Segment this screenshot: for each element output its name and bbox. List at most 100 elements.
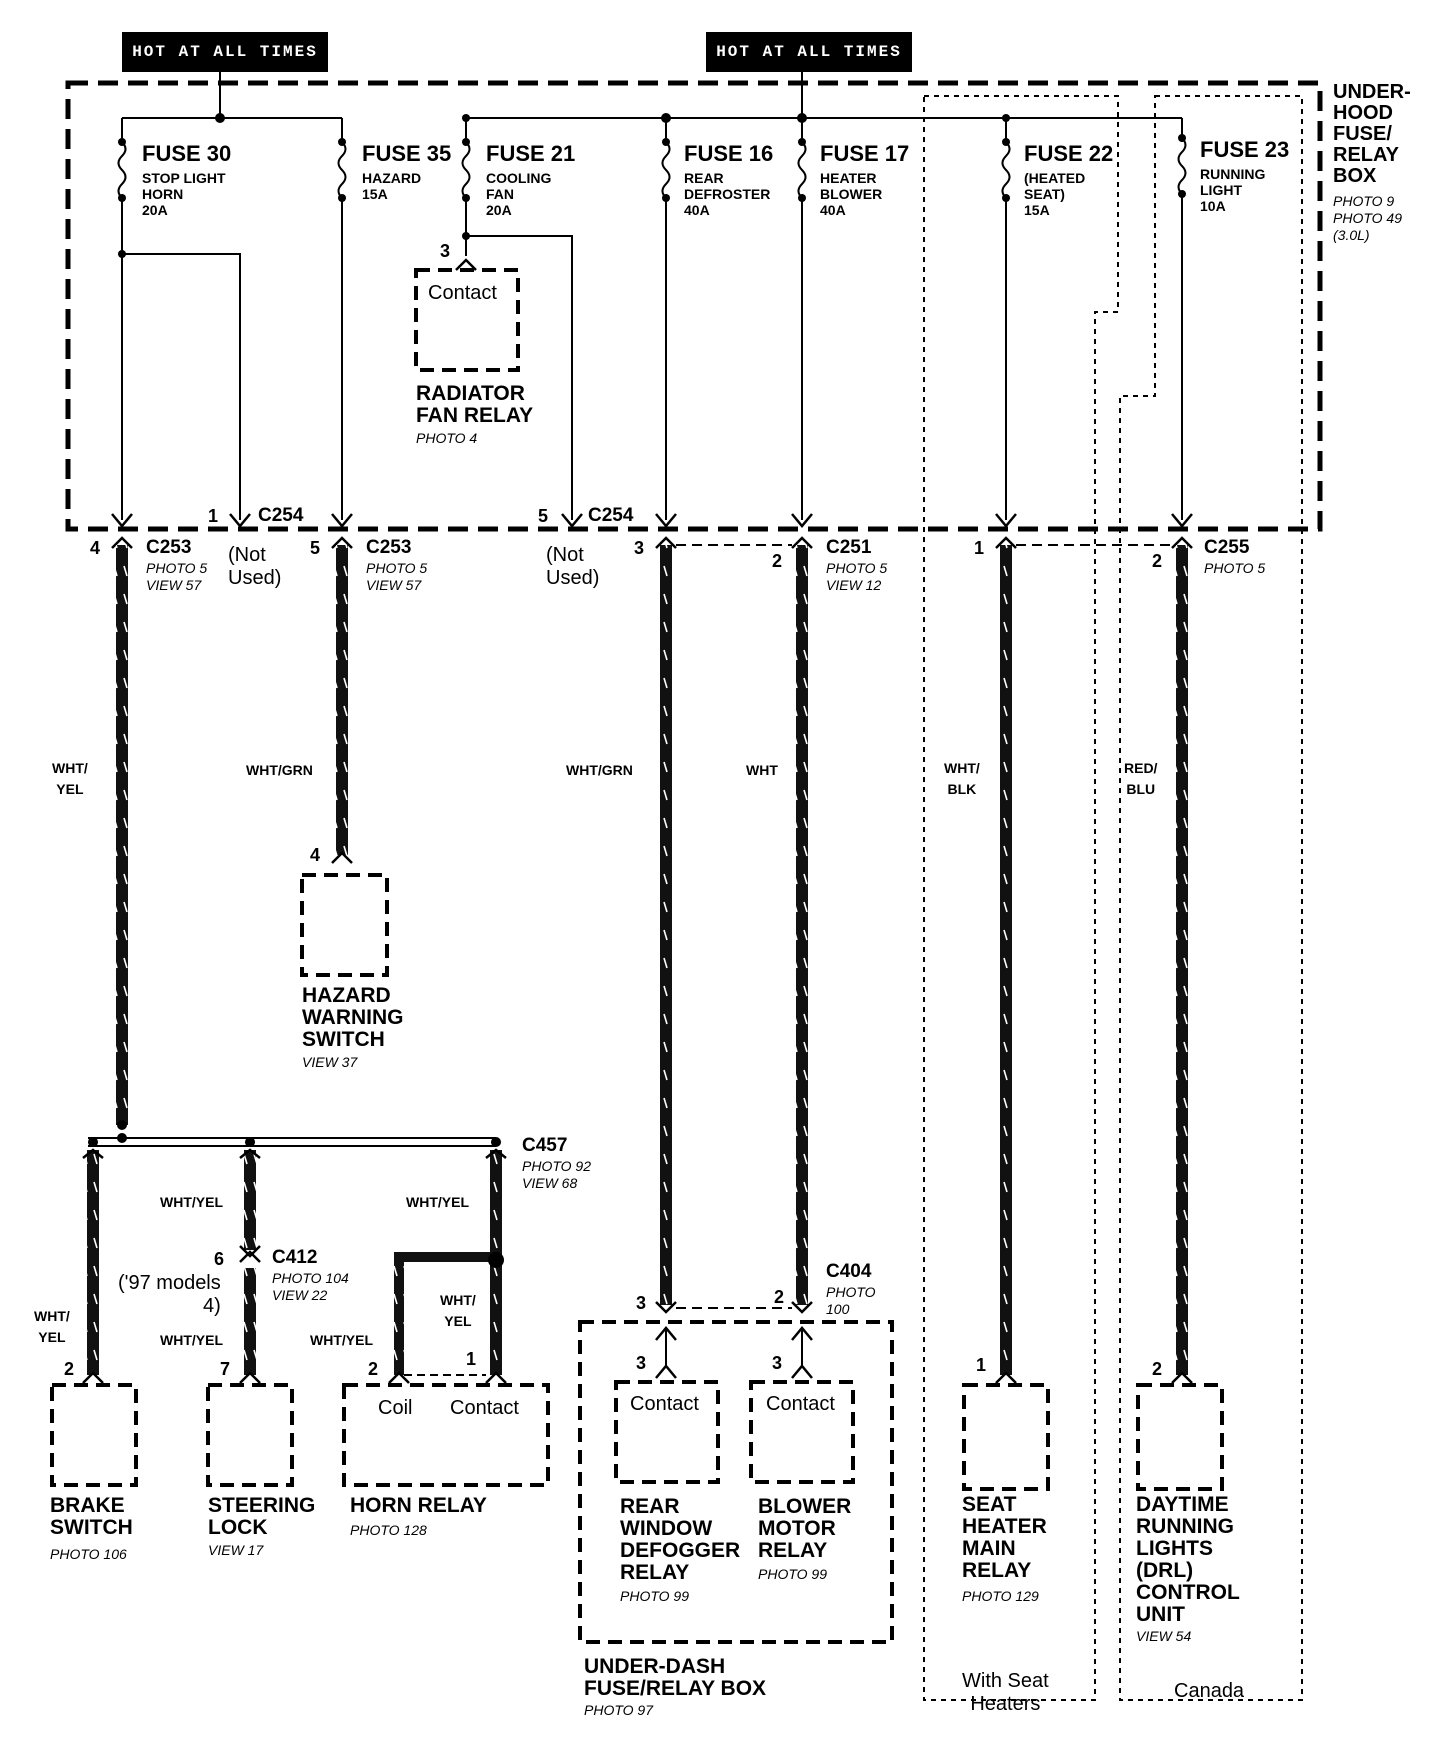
c255-name: C255 <box>1204 537 1250 558</box>
c412-name: C412 <box>272 1247 318 1268</box>
underdash-box-name: UNDER-DASH FUSE/RELAY BOX <box>584 1655 767 1701</box>
fuse-30-label: FUSE 30 <box>142 141 232 166</box>
c254-right-name: C254 <box>588 505 634 526</box>
power-source-label: HOT AT ALL TIMES <box>122 32 328 72</box>
horn-relay-pin-b: 1 <box>466 1349 477 1369</box>
c251-name: C251 <box>826 537 872 558</box>
horn-relay-name: HORN RELAY <box>350 1494 487 1517</box>
c254-right-note: (Not Used) <box>546 544 600 589</box>
splice-c457 <box>88 1137 496 1147</box>
c412-pin-bottom: 7 <box>220 1359 231 1379</box>
wire-color-label: WHT/YEL <box>406 1194 469 1210</box>
c404-pin-b: 2 <box>774 1287 785 1307</box>
fuse-23-label: FUSE 23 <box>1200 137 1290 162</box>
c254-left-name: C254 <box>258 505 304 526</box>
hazard-switch-name: HAZARD WARNING SWITCH <box>302 984 404 1052</box>
c251-pin-b: 2 <box>772 551 783 571</box>
steering-lock-name: STEERING LOCK <box>208 1494 316 1540</box>
radiator-relay-name: RADIATOR FAN RELAY <box>416 382 534 428</box>
c404-name: C404 <box>826 1261 872 1282</box>
radiator-relay-ref: PHOTO 4 <box>416 430 478 446</box>
brake-switch-name: BRAKE SWITCH <box>50 1494 133 1540</box>
c412-ref: PHOTO 104 VIEW 22 <box>272 1270 349 1303</box>
blower-relay-ref: PHOTO 99 <box>758 1566 827 1582</box>
harness-wires <box>87 545 1188 1375</box>
defogger-relay-contact: Contact <box>630 1393 699 1415</box>
blower-relay-pin: 3 <box>772 1353 783 1373</box>
c253-b-pin: 5 <box>310 538 321 558</box>
fuse-30-desc: STOP LIGHT HORN 20A <box>142 170 226 219</box>
wire-color-label: WHT/ YEL <box>440 1292 476 1329</box>
horn-relay-coil: Coil <box>378 1397 413 1419</box>
underhood-box-title: UNDER- HOOD FUSE/ RELAY BOX <box>1333 81 1411 187</box>
fuse-symbols <box>117 137 1187 199</box>
c457-ref: PHOTO 92 VIEW 68 <box>522 1158 591 1191</box>
power-source-label: HOT AT ALL TIMES <box>706 32 912 72</box>
seat-heater-relay-pin: 1 <box>976 1355 987 1375</box>
component-boxes <box>50 268 1224 1644</box>
blower-relay-contact: Contact <box>766 1393 835 1415</box>
fuse-35-desc: HAZARD 15A <box>362 170 422 203</box>
fuse-23-desc: RUNNING LIGHT 10A <box>1200 166 1266 215</box>
fuse-17-desc: HEATER BLOWER 40A <box>820 170 883 219</box>
defogger-relay-ref: PHOTO 99 <box>620 1588 689 1604</box>
c412-note: ('97 models 4) <box>118 1272 221 1317</box>
fuse-16-desc: REAR DEFROSTER 40A <box>684 170 771 219</box>
wire-color-label: WHT/YEL <box>160 1332 223 1348</box>
brake-switch-ref: PHOTO 106 <box>50 1546 127 1562</box>
wire-color-label: WHT/ YEL <box>52 760 88 797</box>
underhood-box-outline <box>65 80 1323 532</box>
c253-b-name: C253 <box>366 537 412 558</box>
c412-pin-top: 6 <box>214 1249 225 1269</box>
power-bus <box>121 68 1183 142</box>
drl-unit-pin: 2 <box>1152 1359 1163 1379</box>
c254-right-pin: 5 <box>538 506 549 526</box>
c255-pin-b: 2 <box>1152 551 1163 571</box>
wire-color-label: WHT <box>746 762 778 778</box>
wire-color-label: WHT/GRN <box>246 762 313 778</box>
wire-color-label: RED/ BLU <box>1124 760 1158 797</box>
canada-option-label: Canada <box>1174 1680 1245 1702</box>
c254-left-pin: 1 <box>208 506 219 526</box>
blower-relay-name: BLOWER MOTOR RELAY <box>758 1495 852 1563</box>
wire-color-label: WHT/GRN <box>566 762 633 778</box>
fuse-16-label: FUSE 16 <box>684 141 774 166</box>
c251-ref: PHOTO 5 VIEW 12 <box>826 560 888 593</box>
c404-pin-a: 3 <box>636 1293 647 1313</box>
seat-heater-relay-name: SEAT HEATER MAIN RELAY <box>962 1493 1047 1583</box>
fuse-22-label: FUSE 22 <box>1024 141 1114 166</box>
brake-switch-pin: 2 <box>64 1359 75 1379</box>
radiator-relay-contact: Contact <box>428 282 497 304</box>
connector-dashes <box>676 544 1172 1309</box>
horn-relay-contact: Contact <box>450 1397 519 1419</box>
c255-ref: PHOTO 5 <box>1204 560 1266 576</box>
c457-name: C457 <box>522 1135 568 1156</box>
underhood-box-refs: PHOTO 9 PHOTO 49 (3.0L) <box>1333 193 1402 243</box>
wire-color-label: WHT/ YEL <box>34 1308 70 1345</box>
wire-color-label: WHT/ BLK <box>944 760 980 797</box>
fuse-21-desc: COOLING FAN 20A <box>486 170 552 219</box>
internal-wires <box>121 194 1183 520</box>
c253-b-ref: PHOTO 5 VIEW 57 <box>366 560 428 593</box>
c253-a-ref: PHOTO 5 VIEW 57 <box>146 560 208 593</box>
underdash-box-ref: PHOTO 97 <box>584 1702 653 1718</box>
hazard-switch-ref: VIEW 37 <box>302 1054 358 1070</box>
connector-chevrons <box>111 513 1193 549</box>
drl-unit-name: DAYTIME RUNNING LIGHTS (DRL) CONTROL UNI… <box>1136 1493 1240 1627</box>
wire-color-label: WHT/YEL <box>310 1332 373 1348</box>
c254-left-note: (Not Used) <box>228 544 282 589</box>
c253-a-pin: 4 <box>90 538 101 558</box>
fuse-35-label: FUSE 35 <box>362 141 452 166</box>
fuse-21-label: FUSE 21 <box>486 141 576 166</box>
radiator-relay-pin: 3 <box>440 241 451 261</box>
fuse-17-label: FUSE 17 <box>820 141 910 166</box>
hazard-switch-pin: 4 <box>310 845 321 865</box>
seat-heater-option-label: With Seat Heaters <box>962 1670 1049 1715</box>
defogger-relay-pin: 3 <box>636 1353 647 1373</box>
c255-pin-a: 1 <box>974 538 985 558</box>
c253-a-name: C253 <box>146 537 192 558</box>
seat-heater-relay-ref: PHOTO 129 <box>962 1588 1039 1604</box>
steering-lock-ref: VIEW 17 <box>208 1542 264 1558</box>
horn-relay-ref: PHOTO 128 <box>350 1522 427 1538</box>
